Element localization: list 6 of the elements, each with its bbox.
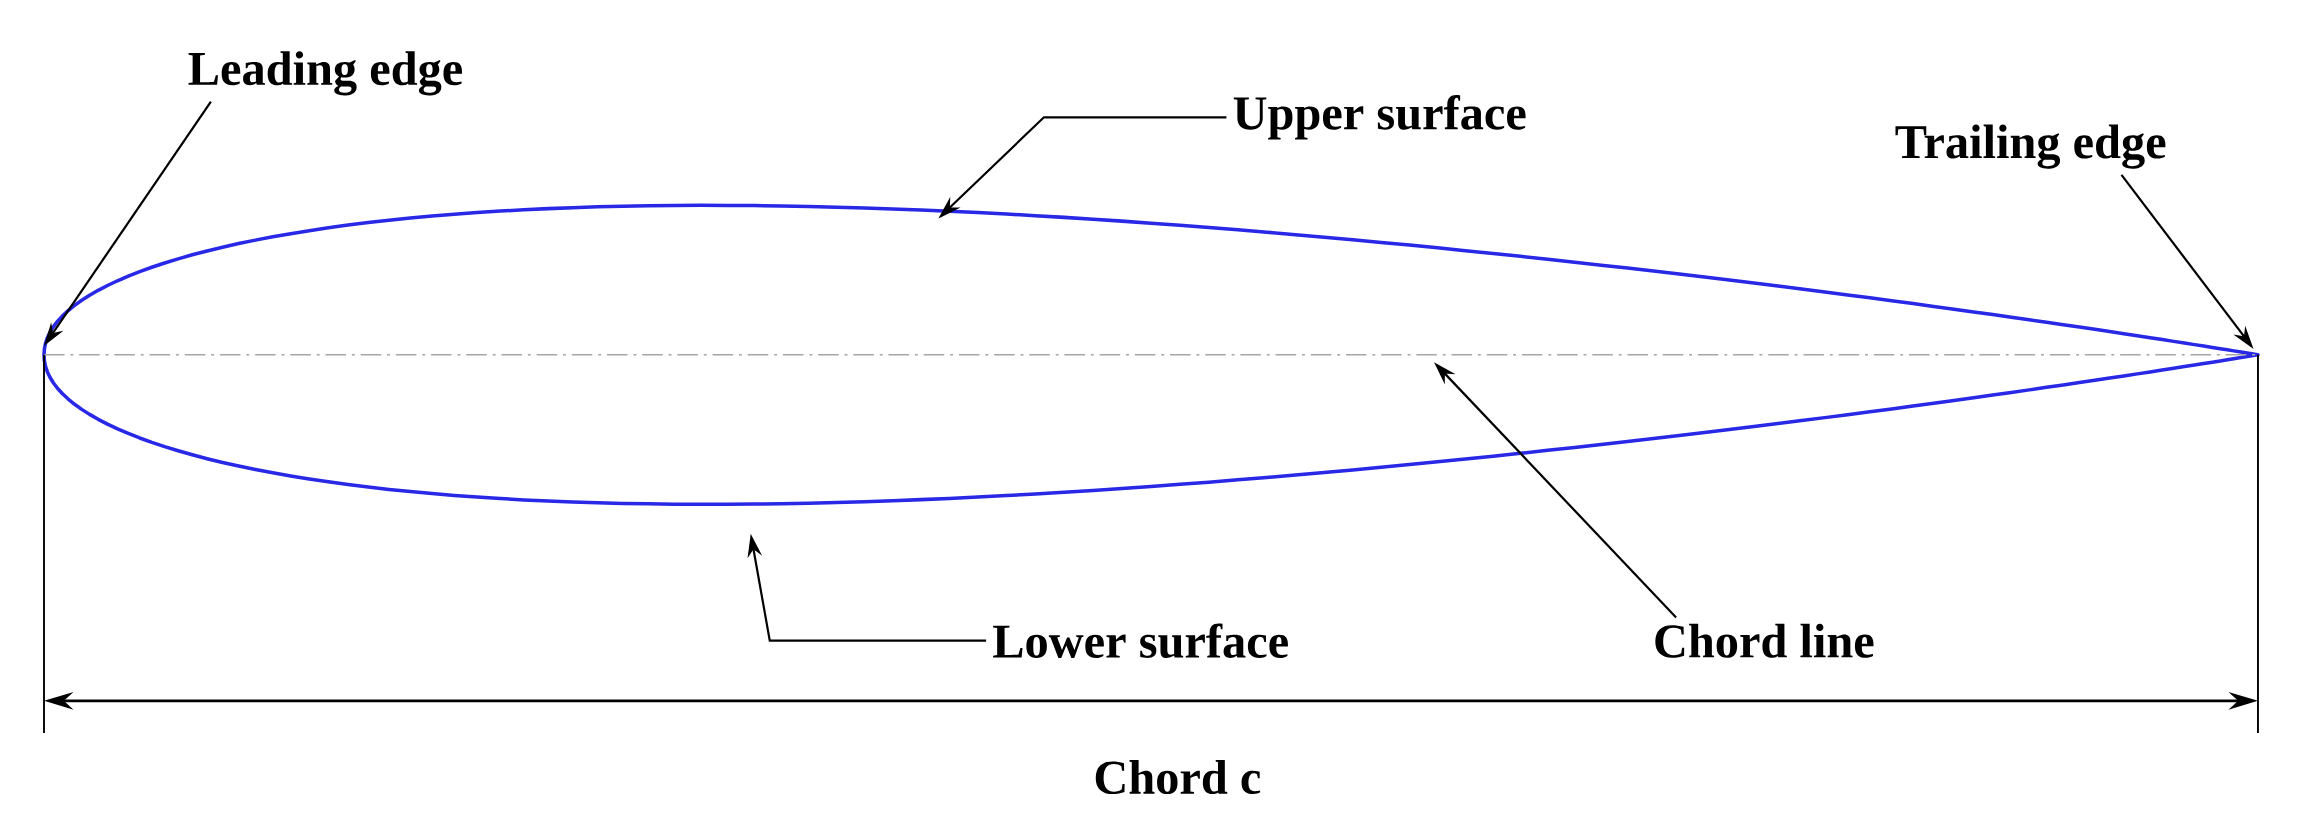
- callout-label: Trailing edge: [1895, 124, 2166, 169]
- callout-label: Leading edge: [188, 51, 462, 96]
- callout-label: Chord line: [1655, 623, 1874, 658]
- callout-label: Upper surface: [1233, 95, 1526, 140]
- callout-label: Lower surface: [993, 623, 1288, 658]
- dimension-label: Chord c: [1095, 759, 1261, 794]
